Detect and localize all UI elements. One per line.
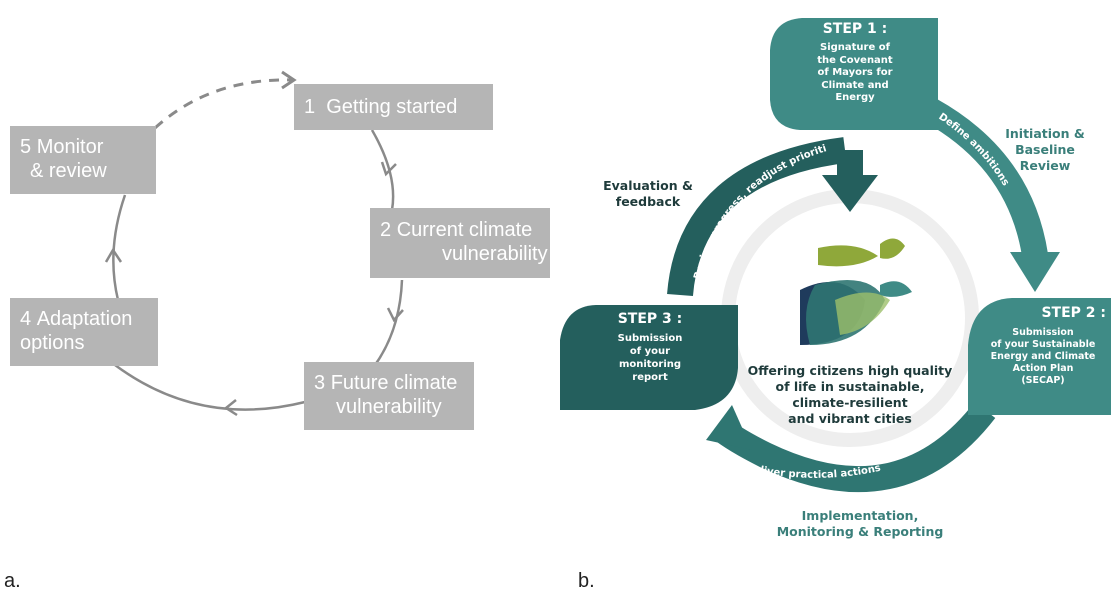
arrowhead-monitor: [104, 247, 123, 263]
center-mission-text: Offering citizens high quality of life i…: [745, 363, 955, 427]
phase-implementation: Implementation, Monitoring & Reporting: [750, 508, 970, 540]
step2-heading: STEP 2 :: [1041, 305, 1106, 321]
step3-shape: [560, 305, 738, 410]
arrow-start-to-current: [370, 129, 395, 211]
step1-heading: STEP 1 :: [822, 21, 888, 37]
step3-line: monitoring: [618, 359, 682, 370]
center-line: and vibrant cities: [788, 411, 912, 426]
center-line: climate-resilient: [792, 395, 908, 410]
arrowhead-adaptation: [223, 399, 238, 417]
step-number: 2: [380, 219, 392, 241]
panel-a-label: a.: [4, 570, 21, 592]
covenant-logo-icon: [800, 238, 912, 345]
arrowhead-future: [386, 307, 404, 323]
step1-label: STEP 1 : Signature of the Covenant of Ma…: [772, 20, 938, 105]
dashed-arrow-monitor-to-start: [153, 78, 293, 130]
step-number: 5: [20, 136, 32, 158]
step2-line: of your Sustainable: [990, 339, 1096, 350]
step-title: Adaptation: [36, 308, 133, 330]
arrow-future-to-adaptation: [114, 363, 306, 411]
arrow-current-to-future: [373, 279, 404, 366]
arrowhead-to-start: [281, 70, 297, 90]
phase-initiation: Initiation & Baseline Review: [990, 126, 1100, 174]
center-line: of life in sustainable,: [775, 379, 925, 394]
step1-line: Climate and: [821, 79, 889, 91]
step2-line: (SECAP): [1021, 375, 1065, 386]
arrow-adaptation-to-monitor: [112, 194, 127, 301]
arrowhead-step3: [706, 405, 752, 450]
step-title-line2: options: [20, 332, 85, 354]
step-number: 4: [20, 308, 32, 330]
step-title-line2: & review: [30, 160, 107, 182]
step3-label: STEP 3 : Submission of your monitoring r…: [562, 310, 738, 384]
phase-evaluation: Evaluation & feedback: [598, 178, 698, 210]
step1-line: the Covenant: [817, 54, 893, 66]
step2-line: Submission: [1012, 327, 1074, 338]
step-box-getting-started: 1 Getting started: [294, 84, 493, 130]
step3-heading: STEP 3 :: [617, 311, 683, 327]
step2-label: STEP 2 : Submission of your Sustainable …: [970, 304, 1110, 387]
step-title: Current climate: [396, 219, 533, 241]
center-line: Offering citizens high quality: [747, 363, 953, 378]
step2-line: Energy and Climate: [990, 351, 1096, 362]
step-number: 3: [314, 372, 326, 394]
phase-line: Baseline: [1015, 142, 1075, 157]
step2-shape: [968, 298, 1111, 415]
step3-line: Submission: [617, 333, 683, 344]
phase-line: Review: [1019, 158, 1071, 173]
arrowhead-center: [822, 175, 878, 212]
phase-line: feedback: [615, 194, 681, 209]
step-title: Future climate: [330, 372, 458, 394]
step-title: Monitor: [36, 136, 104, 158]
step-box-adaptation: 4 Adaptation options: [10, 298, 158, 366]
step-box-current-climate: 2 Current climate vulnerability: [370, 208, 550, 278]
arrowhead-step2: [1010, 252, 1060, 292]
step3-line: of your: [629, 346, 671, 357]
arrowhead-current: [380, 161, 397, 177]
step-number: 1: [304, 96, 316, 118]
step1-line: Energy: [835, 92, 875, 103]
step-box-future-climate: 3 Future climate vulnerability: [304, 362, 474, 430]
phase-line: Monitoring & Reporting: [776, 524, 944, 539]
phase-line: Evaluation &: [603, 178, 693, 193]
panel-b-label: b.: [578, 570, 595, 592]
step-box-monitor: 5 Monitor & review: [10, 126, 156, 194]
step1-line: of Mayors for: [817, 67, 893, 78]
phase-line: Initiation &: [1005, 126, 1085, 141]
step2-line: Action Plan: [1012, 363, 1074, 374]
step-title-line2: vulnerability: [336, 396, 442, 418]
step-title-line2: vulnerability: [442, 243, 548, 265]
arc-band-evaluation: [667, 137, 847, 297]
step1-line: Signature of: [820, 42, 890, 53]
arc-band-initiation: [923, 98, 1048, 258]
step-title: Getting started: [326, 96, 458, 118]
step3-line: report: [632, 372, 668, 383]
step1-shape: [770, 18, 938, 130]
phase-line: Implementation,: [801, 508, 919, 523]
